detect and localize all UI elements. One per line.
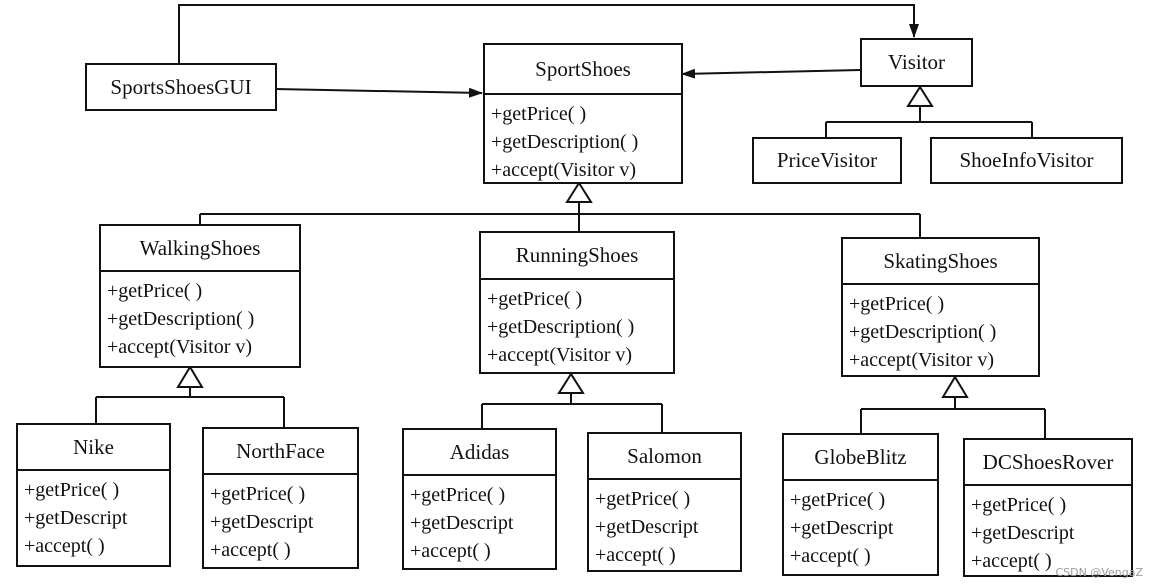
class-name: Nike [73,434,114,459]
operation: +getPrice( ) [491,103,587,125]
operation: +getPrice( ) [487,288,583,310]
operation: +getDescript [790,517,894,539]
operation: +accept(Visitor v) [487,344,633,366]
generalization-runningshoes [481,372,663,432]
operation: +getDescript [410,512,514,534]
class-pricevisitor: PriceVisitor [752,137,902,184]
operations-list: +getPrice( ) +getDescript +accept( ) [18,469,169,560]
class-sportshoes: SportShoes +getPrice( ) +getDescription(… [483,43,683,184]
class-name: Adidas [449,439,510,464]
class-name: RunningShoes [515,243,639,267]
operation: +accept(Visitor v) [849,349,995,371]
generalization-skatingshoes [860,375,1046,438]
operation: +accept( ) [971,550,1052,572]
operation: +accept(Visitor v) [491,159,637,181]
class-name: NorthFace [236,438,325,463]
class-sportsshoesgui: SportsShoesGUI [85,63,277,111]
operations-list: +getPrice( ) +getDescription( ) +accept(… [843,283,1038,374]
class-dcshoesrover: DCShoesRover +getPrice( ) +getDescript +… [963,438,1133,577]
class-name: Salomon [627,443,702,468]
operation: +accept( ) [24,535,105,557]
class-name: WalkingShoes [139,235,261,260]
operations-list: +getPrice( ) +getDescription( ) +accept(… [485,93,681,184]
operation: +getPrice( ) [107,280,203,302]
class-name: SportShoes [535,56,631,81]
operation: +getPrice( ) [210,483,306,505]
class-adidas: Adidas +getPrice( ) +getDescript +accept… [402,428,557,570]
class-nike: Nike +getPrice( ) +getDescript +accept( … [16,423,171,567]
operations-list: +getPrice( ) +getDescription( ) +accept(… [101,270,299,361]
class-name: SportsShoesGUI [110,74,252,99]
class-name: DCShoesRover [982,449,1114,474]
operation: +getPrice( ) [849,293,945,315]
operation: +accept(Visitor v) [107,336,253,358]
operations-list: +getPrice( ) +getDescript +accept( ) [404,474,555,565]
class-name: SkatingShoes [883,248,998,273]
class-runningshoes: RunningShoes +getPrice( ) +getDescriptio… [479,231,675,374]
association-gui-to-sportshoes [274,87,483,98]
class-northface: NorthFace +getPrice( ) +getDescript +acc… [202,427,359,569]
watermark: CSDN @VengaZ [1055,566,1143,579]
class-shoeinfovisitor: ShoeInfoVisitor [930,137,1123,184]
operation: +getPrice( ) [790,489,886,511]
association-visitor-to-sportshoes [681,68,861,79]
generalization-sportshoes [199,181,921,237]
operation: +getPrice( ) [595,488,691,510]
operations-list: +getPrice( ) +getDescript +accept( ) [589,478,740,569]
class-name: ShoeInfoVisitor [959,148,1094,172]
operation: +getDescription( ) [849,321,997,343]
class-name: GlobeBlitz [814,444,907,469]
class-skatingshoes: SkatingShoes +getPrice( ) +getDescriptio… [841,237,1040,377]
generalization-visitor [825,85,1033,137]
operation: +accept( ) [210,539,291,561]
operations-list: +getPrice( ) +getDescript +accept( ) [784,479,937,570]
operation: +getPrice( ) [410,484,506,506]
operations-list: +getPrice( ) +getDescript +accept( ) [965,484,1131,575]
operation: +getDescription( ) [487,316,635,338]
class-globeblitz: GlobeBlitz +getPrice( ) +getDescript +ac… [782,433,939,576]
generalization-walkingshoes [95,365,285,427]
operation: +accept( ) [595,544,676,566]
operation: +getPrice( ) [971,494,1067,516]
operation: +getDescript [210,511,314,533]
class-name: Visitor [887,50,946,74]
operation: +getDescript [595,516,699,538]
operations-list: +getPrice( ) +getDescript +accept( ) [204,473,357,564]
operation: +getDescription( ) [107,308,255,330]
operation: +getDescript [24,507,128,529]
class-visitor: Visitor [860,38,973,87]
association-gui-to-visitor [178,4,919,63]
operation: +accept( ) [410,540,491,562]
operations-list: +getPrice( ) +getDescription( ) +accept(… [481,278,673,369]
operation: +getDescript [971,522,1075,544]
class-name: PriceVisitor [776,148,878,172]
class-walkingshoes: WalkingShoes +getPrice( ) +getDescriptio… [99,224,301,368]
operation: +getPrice( ) [24,479,120,501]
class-salomon: Salomon +getPrice( ) +getDescript +accep… [587,432,742,572]
operation: +accept( ) [790,545,871,567]
operation: +getDescription( ) [491,131,639,153]
